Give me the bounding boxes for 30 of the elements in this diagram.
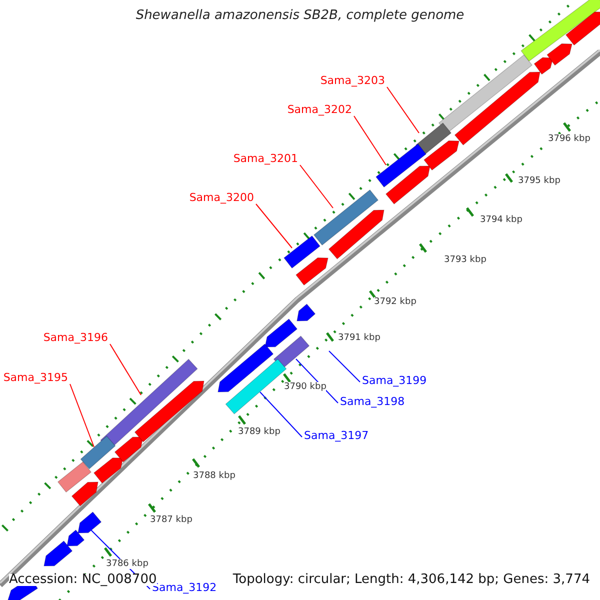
leader-line bbox=[386, 86, 420, 134]
scale-label: 3794 kbp bbox=[480, 215, 522, 225]
scale-label: 3787 kbp bbox=[150, 515, 192, 525]
gene-label: Sama_3199 bbox=[362, 375, 427, 387]
gene-label: Sama_3197 bbox=[304, 430, 369, 442]
leader-line bbox=[110, 344, 142, 396]
leader-line bbox=[70, 384, 94, 448]
gene-label: Sama_3203 bbox=[320, 75, 385, 87]
gene-label: Sama_3198 bbox=[340, 396, 405, 408]
leader-line bbox=[300, 164, 334, 208]
scale-label: 3788 kbp bbox=[193, 471, 236, 481]
leader-line bbox=[328, 350, 360, 382]
title: Shewanella amazonensis SB2B, complete genome bbox=[134, 10, 466, 22]
scale-label: 3786 kbp bbox=[106, 559, 148, 569]
scale-label: 3795 kbp bbox=[518, 176, 560, 186]
scale-label: 3793 kbp bbox=[444, 255, 486, 265]
gene-label: Sama_3202 bbox=[287, 104, 352, 116]
scale-label: 3789 kbp bbox=[238, 427, 280, 437]
scale-label: 3792 kbp bbox=[374, 297, 416, 307]
gene-label: Sama_3201 bbox=[233, 153, 298, 165]
leader-line bbox=[354, 116, 386, 166]
leader-line bbox=[260, 392, 302, 438]
leader-line bbox=[256, 204, 292, 248]
topology-text: Topology: circular; Length: 4,306,142 bp; Genes: 3,774 bbox=[232, 574, 590, 586]
scale-label: 3796 kbp bbox=[548, 134, 590, 144]
scale-label: 3790 kbp bbox=[284, 382, 326, 392]
gene-label: Sama_3196 bbox=[43, 332, 108, 344]
scale-label: 3791 kbp bbox=[338, 333, 380, 343]
gene-label: Sama_3200 bbox=[189, 192, 254, 204]
gene-label: Sama_3195 bbox=[3, 372, 68, 384]
